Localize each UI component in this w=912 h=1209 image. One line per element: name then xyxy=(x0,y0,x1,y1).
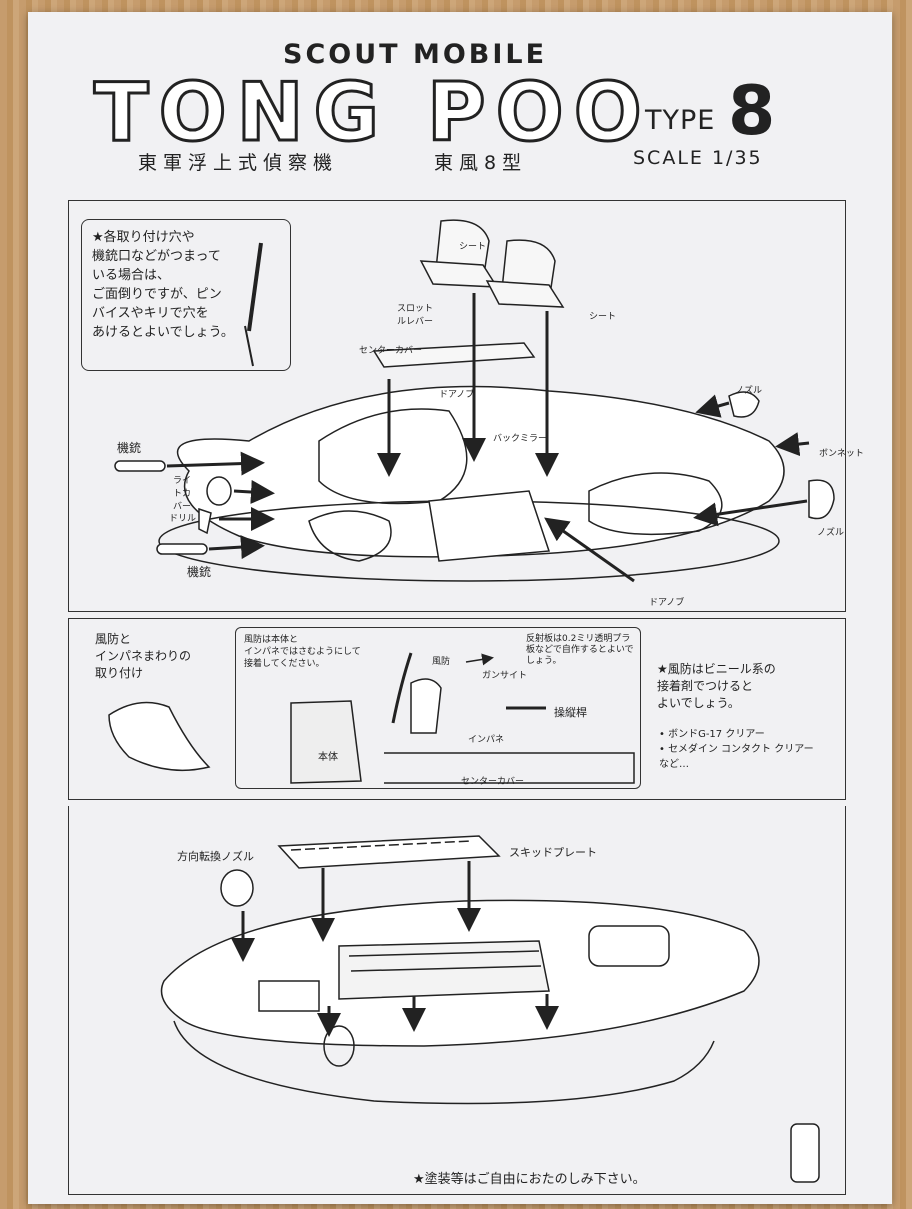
inner-note: 風防は本体と インパネではさむようにして 接着してください。 xyxy=(244,635,361,669)
seat-label-2: シート xyxy=(589,312,617,322)
door-knob-label-bottom: ドアノブ xyxy=(649,598,685,608)
machine-gun-label-top: 機銃 xyxy=(117,441,142,455)
svg-text:TONG POO: TONG POO xyxy=(94,72,648,152)
machine-gun-label-bottom: 機銃 xyxy=(187,565,212,579)
scale-label: SCALE 1/35 xyxy=(633,147,763,169)
type-number: 8 xyxy=(728,72,776,151)
nozzle-label-top: ノズル xyxy=(735,386,763,396)
center-cover-label-2: センターカバー xyxy=(461,777,525,787)
assembly-diagram xyxy=(114,219,835,583)
skid-plate-label: スキッドプレート xyxy=(509,846,597,859)
joystick-label: 操縦桿 xyxy=(554,706,587,719)
back-mirror-label: バックミラー xyxy=(493,434,548,444)
type-label: TYPE xyxy=(645,105,716,136)
windshield-detail-box: 風防は本体と インパネではさむようにして 接着してください。 風防 ガンサイト … xyxy=(235,627,641,789)
gunsight-label: ガンサイト xyxy=(482,671,528,681)
painting-note: ★塗装等はご自由におたのしみ下さい。 xyxy=(413,1172,646,1187)
drill-label: ドリル xyxy=(169,514,197,524)
body-label: 本体 xyxy=(318,752,338,763)
windshield-part xyxy=(108,701,211,772)
throttle-label: スロットルレバー xyxy=(397,304,434,327)
adhesive-note: ★風防はビニール系の 接着剤でつけると よいでしょう。 xyxy=(657,662,776,710)
windshield-label: 風防 xyxy=(432,657,451,667)
windshield-panel: 風防と インパネまわりの 取り付け 風防は本体と インパネではさむようにして 接… xyxy=(68,618,846,800)
light-cover-label: ライトカバー xyxy=(173,476,192,512)
subtitle: SCOUT MOBILE xyxy=(283,39,548,70)
instrument-panel-label: インパネ xyxy=(468,735,505,745)
bonnet-label: ボンネット xyxy=(819,449,864,459)
adhesive-products: • ボンドG-17 クリアー • セメダイン コンタクト クリアー など… xyxy=(659,729,814,770)
bottom-assembly-diagram xyxy=(160,835,820,1183)
reflector-note: 反射板は0.2ミリ透明プラ板などで自作するとよいでしょう。 xyxy=(526,634,634,666)
instruction-sheet: SCOUT MOBILE TONG POO TYPE 8 SCALE 1/35 … xyxy=(28,12,892,1204)
bottom-assembly-panel: 方向転換ノズル スキッドプレート ★塗装等はご自由におたのしみ下さい。 xyxy=(68,806,846,1195)
center-cover-label: センターカバー xyxy=(359,346,423,356)
tip-box: ★各取り付け穴や 機銃口などがつまって いる場合は、 ご面倒りですが、ピン バイ… xyxy=(81,219,291,371)
japanese-type: 東風8型 xyxy=(434,152,528,174)
nozzle-label-bottom: ノズル xyxy=(817,528,845,538)
japanese-title: 東軍浮上式偵察機 xyxy=(138,152,339,174)
windshield-heading: 風防と インパネまわりの 取り付け xyxy=(95,632,192,680)
title-logo: TONG POO xyxy=(93,72,648,152)
seat-label-1: シート xyxy=(459,242,487,252)
door-knob-label-top: ドアノブ xyxy=(439,390,475,400)
assembly-panel: ★各取り付け穴や 機銃口などがつまって いる場合は、 ご面倒りですが、ピン バイ… xyxy=(68,200,864,612)
direction-nozzle-label: 方向転換ノズル xyxy=(177,850,254,863)
windshield-diagram xyxy=(290,652,635,784)
